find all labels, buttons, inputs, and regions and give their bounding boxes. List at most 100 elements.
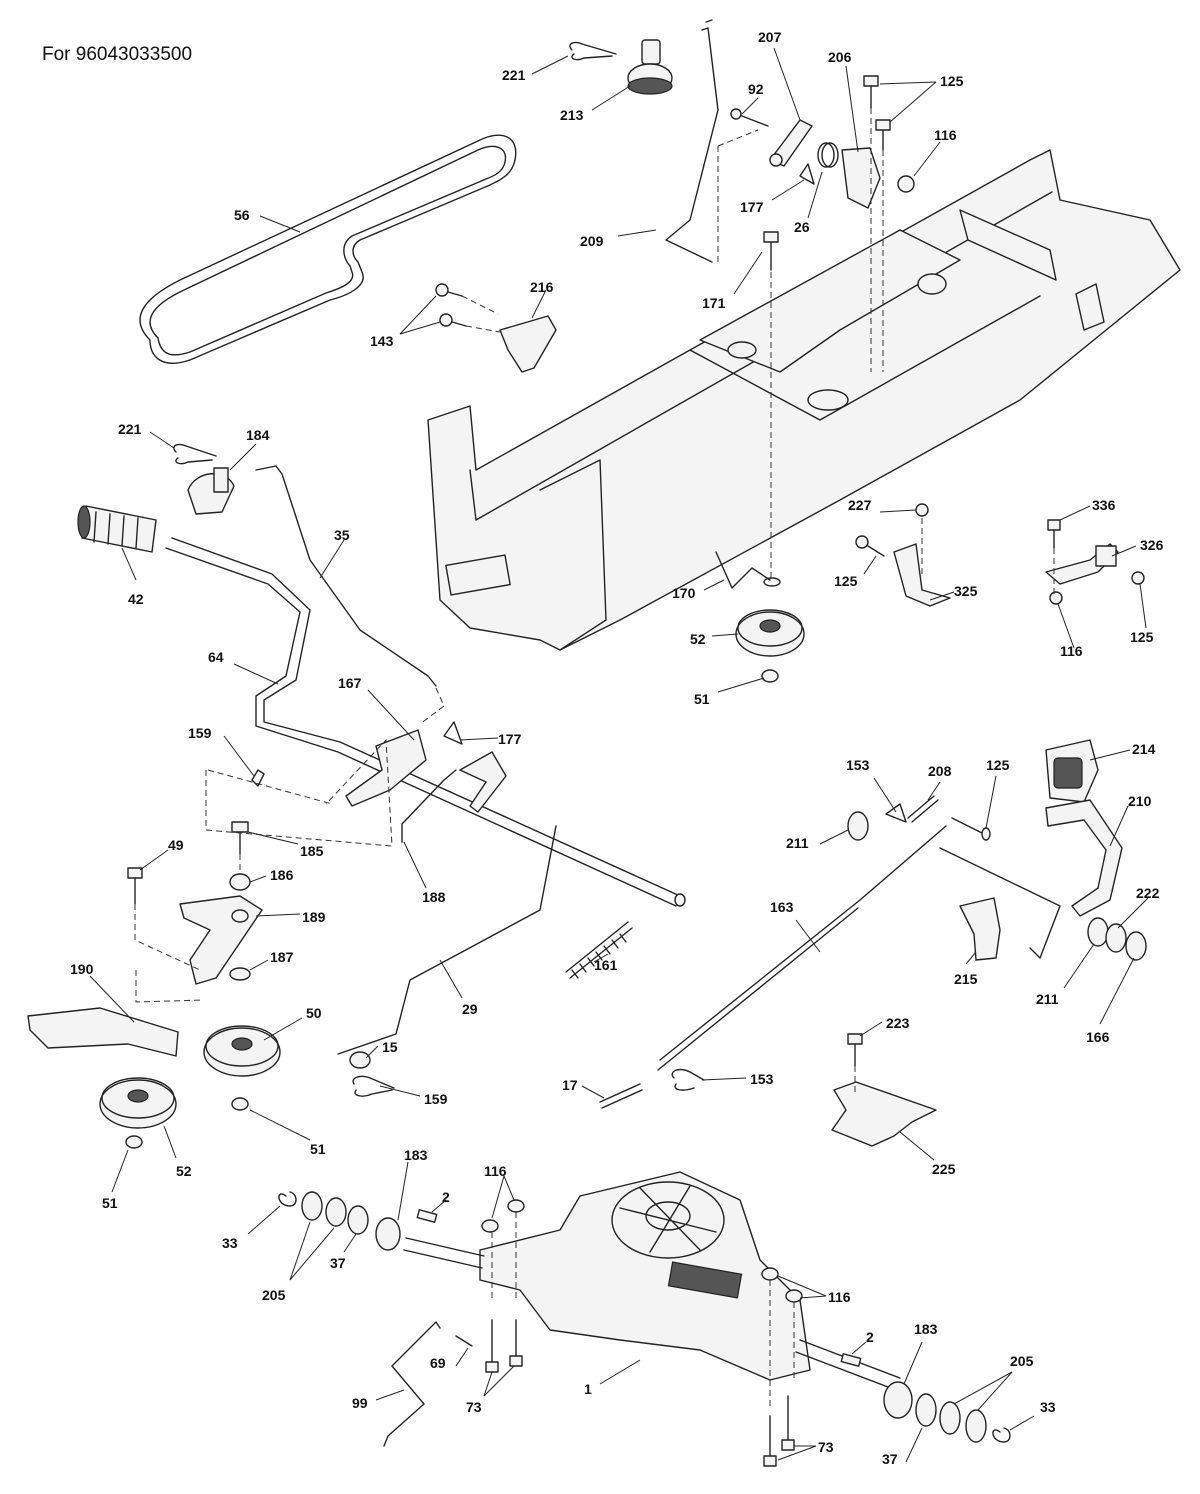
part-211-spacer-bottom xyxy=(1087,917,1109,947)
part-2-key-right xyxy=(840,1353,862,1367)
part-2-key-left xyxy=(416,1209,438,1223)
part-336-bolt xyxy=(1047,519,1061,549)
part-frame xyxy=(427,149,1181,651)
part-205-washers-left xyxy=(301,1191,347,1227)
part-159-pin-top xyxy=(251,769,265,787)
part-213-knob xyxy=(627,39,673,95)
part-50-pulley xyxy=(203,1025,281,1077)
part-125-bolt-right xyxy=(1131,571,1145,585)
part-187-washer xyxy=(229,967,251,981)
part-167-bracket xyxy=(345,729,427,807)
part-215-pad xyxy=(959,897,1001,961)
part-188-link xyxy=(401,769,457,843)
callout: 153 xyxy=(750,1071,774,1087)
part-125-bolt-pedal xyxy=(951,817,991,841)
callout: 2 xyxy=(866,1329,874,1345)
part-33-ring-right xyxy=(992,1427,1011,1443)
callout: 210 xyxy=(1128,793,1152,809)
callout: 17 xyxy=(562,1077,578,1093)
part-35-cable xyxy=(255,465,437,687)
callout: 222 xyxy=(1136,885,1160,901)
part-26-spring xyxy=(817,142,839,168)
callout: 326 xyxy=(1140,537,1164,553)
part-183-bushing-right xyxy=(883,1381,913,1419)
callout: 73 xyxy=(466,1399,482,1415)
part-73-bolts-left xyxy=(485,1319,523,1373)
callout: 42 xyxy=(128,591,144,607)
callout: 51 xyxy=(310,1141,326,1157)
callout: 1 xyxy=(584,1381,592,1397)
part-116-nut-right xyxy=(1049,591,1063,605)
part-190-guard xyxy=(27,1007,179,1057)
callout: 215 xyxy=(954,971,978,987)
callout: 69 xyxy=(430,1355,446,1371)
callout: 51 xyxy=(102,1195,118,1211)
callout: 225 xyxy=(932,1161,956,1177)
callout: 153 xyxy=(846,757,870,773)
callout: 205 xyxy=(1010,1353,1034,1369)
part-37-washer-left xyxy=(347,1205,369,1235)
callout: 50 xyxy=(306,1005,322,1021)
callout: 73 xyxy=(818,1439,834,1455)
callout: 2 xyxy=(442,1189,450,1205)
part-17-spring xyxy=(599,1083,643,1109)
part-166-washer xyxy=(1125,931,1147,961)
part-216-bracket xyxy=(499,315,557,373)
callout: 33 xyxy=(1040,1399,1056,1415)
part-227-nut xyxy=(915,503,929,517)
callout: 92 xyxy=(748,81,764,97)
callout: 211 xyxy=(786,835,809,851)
callout: 336 xyxy=(1092,497,1116,513)
part-51-nut-left-a xyxy=(231,1097,249,1111)
callout: 143 xyxy=(370,333,394,349)
part-99-rod xyxy=(383,1321,441,1447)
part-159-pin-bottom xyxy=(352,1075,395,1097)
callout: 116 xyxy=(484,1163,507,1179)
callout: 208 xyxy=(928,763,952,779)
callout: 161 xyxy=(594,957,618,973)
callout: 167 xyxy=(338,675,362,691)
part-1-transaxle xyxy=(403,1171,901,1391)
part-29-rod xyxy=(337,825,557,1055)
part-73-bolts-right xyxy=(763,1395,795,1467)
diagram-heading: For 96043033500 xyxy=(42,44,192,65)
callout: 227 xyxy=(848,497,872,513)
part-211-spacer-top xyxy=(847,811,869,841)
callout: 29 xyxy=(462,1001,478,1017)
part-208-spring xyxy=(907,795,939,823)
part-170-spring xyxy=(715,551,781,589)
callout: 35 xyxy=(334,527,350,543)
callout: 52 xyxy=(176,1163,192,1179)
callout: 166 xyxy=(1086,1029,1110,1045)
callout: 325 xyxy=(954,583,978,599)
callout: 206 xyxy=(828,49,852,65)
callout: 15 xyxy=(382,1039,398,1055)
part-210-pedal-arm xyxy=(939,799,1123,959)
callout: 163 xyxy=(770,899,794,915)
callout: 177 xyxy=(498,731,522,747)
part-51-nut-left-b xyxy=(125,1135,143,1149)
callout: 170 xyxy=(672,585,696,601)
callout: 56 xyxy=(234,207,250,223)
part-37-washer-right xyxy=(915,1393,937,1427)
part-116-nut-top xyxy=(897,175,915,193)
part-221-hairpin-clip-top xyxy=(569,41,617,61)
part-183-bushing-left xyxy=(375,1217,401,1251)
part-92-bolt xyxy=(730,108,769,127)
part-205-washers-right xyxy=(939,1401,987,1443)
leader-lines xyxy=(89,47,1149,1463)
callout: 125 xyxy=(834,573,858,589)
callout: 64 xyxy=(208,649,224,665)
part-15-washer xyxy=(349,1051,371,1069)
part-69-clip xyxy=(455,1335,473,1347)
part-143-screws xyxy=(435,283,467,327)
part-42-grip xyxy=(77,505,157,553)
callout: 223 xyxy=(886,1015,910,1031)
callout: 37 xyxy=(330,1255,346,1271)
part-116-nuts-transaxle-right xyxy=(761,1267,803,1303)
part-177-clip-top xyxy=(799,163,815,185)
callout-labels: 221 213 56 209 207 92 177 26 206 125 116… xyxy=(70,29,1164,1467)
callout: 221 xyxy=(502,67,526,83)
part-325-bracket xyxy=(893,543,951,607)
